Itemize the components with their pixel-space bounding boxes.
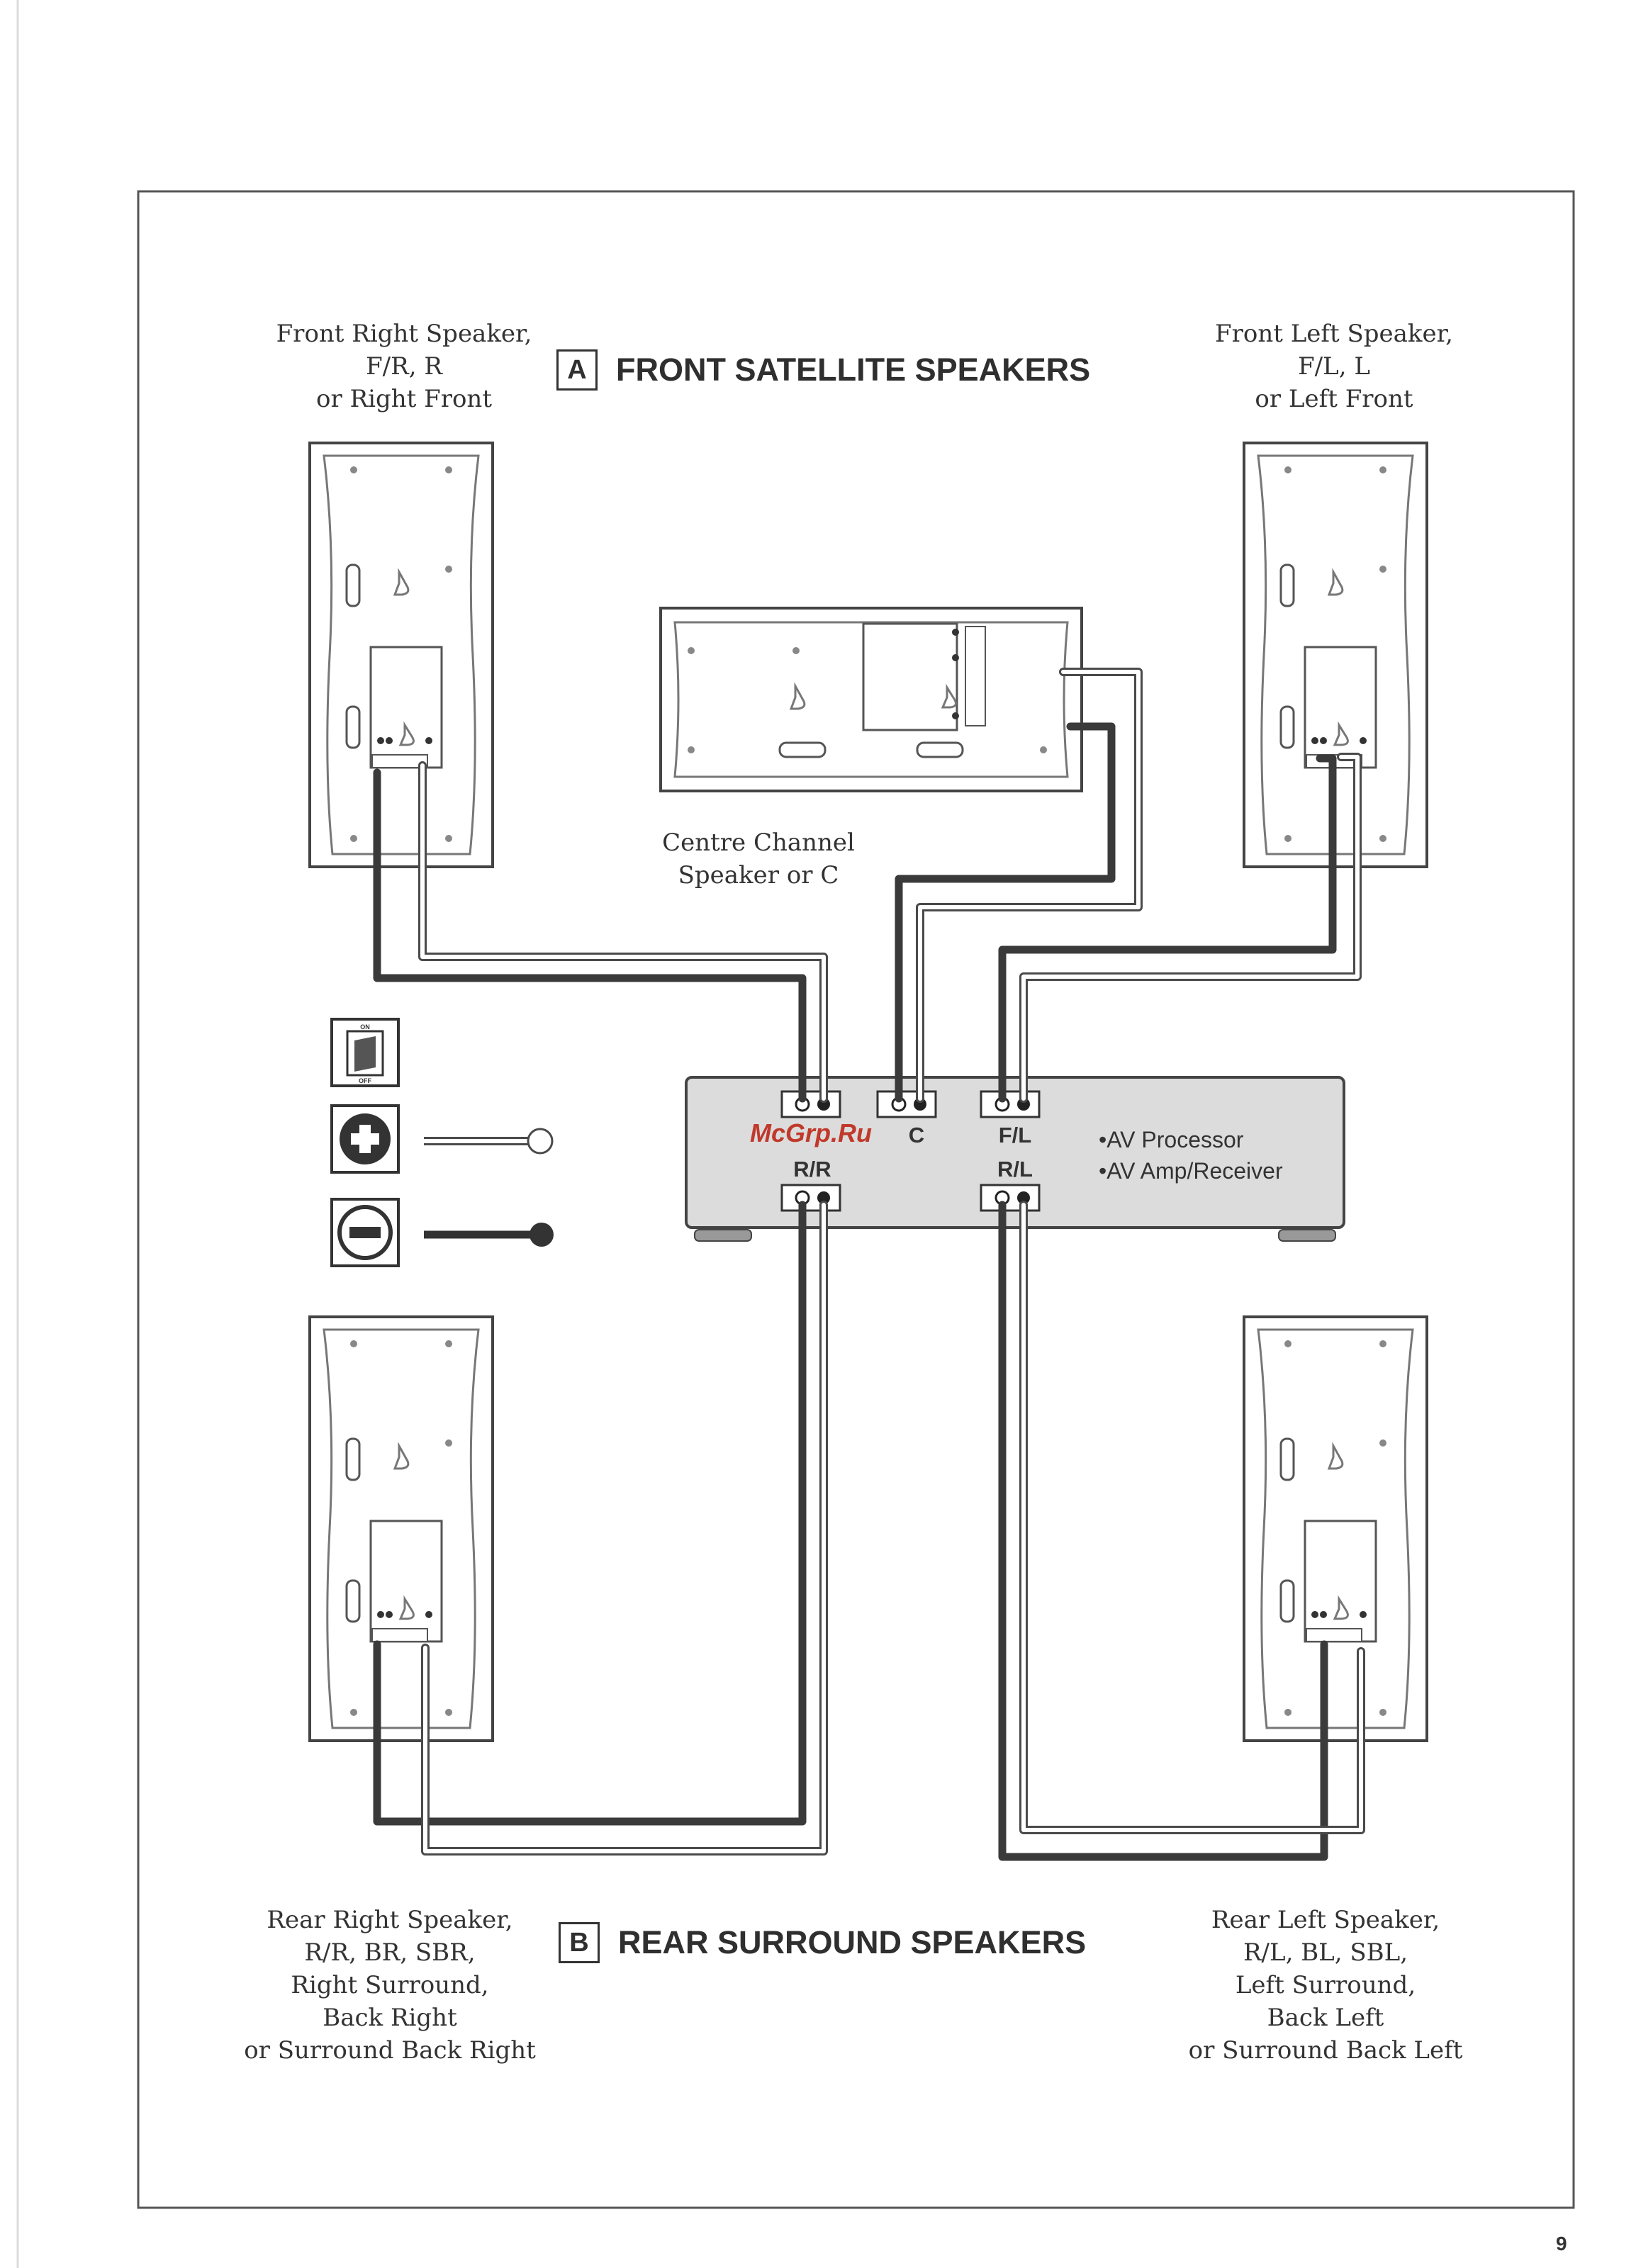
power-switch-icon: ON OFF bbox=[330, 1018, 400, 1087]
terminal-label-rr: R/R bbox=[793, 1157, 831, 1181]
terminal-label-fl: F/L bbox=[999, 1123, 1032, 1147]
terminal-rl bbox=[980, 1184, 1041, 1212]
svg-text:ON: ON bbox=[360, 1023, 370, 1031]
rear-right-label: Rear Right Speaker,R/R, BR, SBR,Right Su… bbox=[244, 1906, 536, 2065]
terminal-fl bbox=[980, 1090, 1041, 1118]
terminal-label-c: C bbox=[909, 1123, 924, 1147]
terminal-rr bbox=[780, 1184, 841, 1212]
page-number: 9 bbox=[1556, 2233, 1567, 2255]
watermark: McGrp.Ru bbox=[750, 1118, 873, 1147]
negative-wires bbox=[373, 722, 1337, 1861]
terminal-fr bbox=[780, 1090, 841, 1118]
negative-wire-legend bbox=[424, 1223, 554, 1247]
front-right-speaker bbox=[308, 442, 494, 868]
positive-icon bbox=[330, 1104, 400, 1174]
terminal-label-rl: R/L bbox=[997, 1157, 1033, 1181]
section-a-title: FRONT SATELLITE SPEAKERS bbox=[616, 352, 1091, 388]
rear-right-speaker bbox=[308, 1315, 494, 1742]
section-b-letter: B bbox=[559, 1922, 600, 1963]
positive-wire-legend bbox=[424, 1128, 554, 1155]
section-b-heading: B REAR SURROUND SPEAKERS bbox=[559, 1922, 1086, 1963]
section-a-heading: A FRONT SATELLITE SPEAKERS bbox=[556, 349, 1090, 391]
processor-description: •AV Processor •AV Amp/Receiver bbox=[1099, 1127, 1283, 1184]
section-a-letter: A bbox=[556, 349, 598, 391]
centre-speaker bbox=[659, 607, 1083, 792]
rear-left-speaker bbox=[1243, 1315, 1428, 1742]
positive-wires bbox=[418, 668, 1365, 1856]
svg-text:OFF: OFF bbox=[359, 1077, 371, 1084]
rear-left-label: Rear Left Speaker,R/L, BL, SBL,Left Surr… bbox=[1188, 1906, 1463, 2065]
section-b-title: REAR SURROUND SPEAKERS bbox=[618, 1924, 1087, 1960]
terminal-c bbox=[876, 1090, 937, 1118]
negative-icon bbox=[330, 1198, 400, 1267]
av-processor: C F/L R/R R/L bbox=[685, 1076, 1345, 1242]
